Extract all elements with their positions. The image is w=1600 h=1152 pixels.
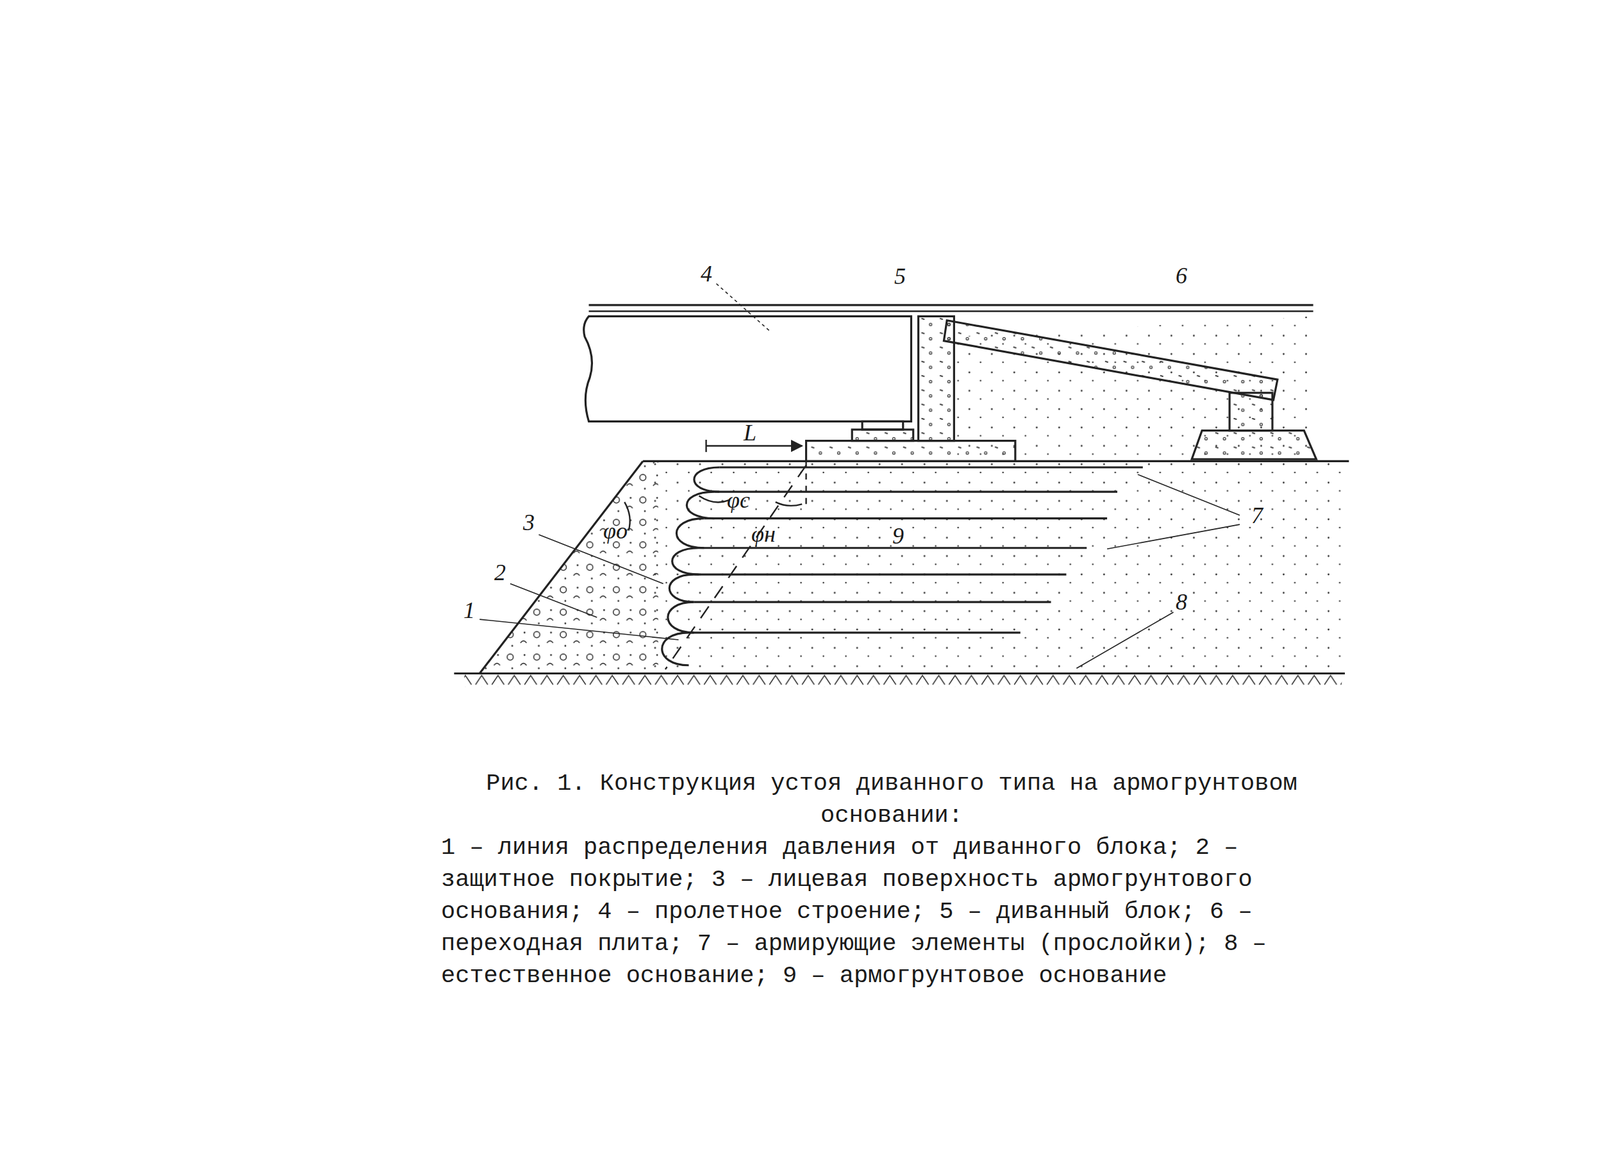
deck bbox=[589, 305, 1314, 312]
callout-number: 9 bbox=[890, 523, 906, 549]
callout-number: 3 bbox=[521, 510, 537, 535]
angle-label: φн bbox=[749, 521, 778, 547]
callout-number: 5 bbox=[892, 264, 908, 289]
angle-label: φс bbox=[725, 487, 752, 513]
callout-number: 4 bbox=[698, 261, 715, 286]
leader-lines bbox=[479, 283, 1240, 668]
soil-fill bbox=[479, 316, 1349, 674]
legend-text: 1 – линия распределения давления от дива… bbox=[441, 831, 1345, 992]
transition-slab bbox=[943, 320, 1317, 459]
pressure-line bbox=[624, 448, 806, 670]
callout-number: 2 bbox=[492, 560, 508, 585]
reinforcement-layers bbox=[662, 467, 1143, 666]
callout-number: 1 bbox=[461, 598, 477, 623]
dimension-label: L bbox=[741, 420, 759, 445]
ground-hatch bbox=[453, 673, 1345, 688]
callout-number: 7 bbox=[1249, 503, 1265, 528]
ground-lines bbox=[479, 460, 1349, 674]
angle-label: φо bbox=[601, 518, 630, 543]
callout-number: 6 bbox=[1173, 263, 1190, 288]
figure-caption: Рис. 1. Конструкция устоя диванного типа… bbox=[446, 767, 1338, 832]
callout-number: 8 bbox=[1173, 589, 1190, 615]
